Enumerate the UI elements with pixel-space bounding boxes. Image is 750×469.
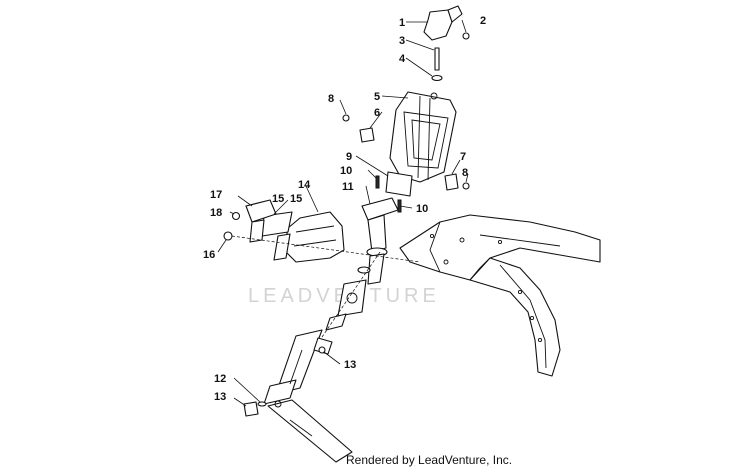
callout-10-lower: 10 <box>416 203 428 215</box>
callout-4: 4 <box>399 53 406 65</box>
callout-3: 3 <box>399 35 405 47</box>
callout-labels: 1 2 3 4 5 6 7 8 8 9 10 10 11 12 13 13 14… <box>203 15 486 403</box>
callout-2: 2 <box>480 15 486 27</box>
part-3-pin <box>434 47 440 71</box>
part-18-nut <box>231 211 241 221</box>
lower-shaft-housing <box>263 329 333 405</box>
footer-credit: Rendered by LeadVenture, Inc. <box>346 453 512 467</box>
callout-8-left: 8 <box>328 93 334 105</box>
callout-13-lower: 13 <box>214 391 226 403</box>
part-16-bolt <box>223 231 233 241</box>
part-1-lever <box>423 5 463 41</box>
callout-1: 1 <box>399 17 405 29</box>
callout-7: 7 <box>460 151 466 163</box>
part-6-clip <box>359 127 375 143</box>
callout-15-upper: 15 <box>272 193 284 205</box>
part-10-pin-upper <box>375 175 380 189</box>
callout-14: 14 <box>298 179 311 191</box>
callout-12: 12 <box>214 373 226 385</box>
part-13-nut-upper <box>318 346 326 354</box>
part-11-pivot-tube <box>361 197 399 257</box>
callout-5: 5 <box>374 91 380 103</box>
vehicle-frame <box>399 214 601 377</box>
part-4-washer <box>431 74 443 82</box>
callout-16: 16 <box>203 249 215 261</box>
callout-13-upper: 13 <box>344 359 356 371</box>
part-7-clip <box>444 173 459 191</box>
steering-shaft-upper <box>357 253 385 285</box>
callout-11: 11 <box>342 181 354 193</box>
part-8-screw-left <box>342 114 350 122</box>
part-13-bolt-lower <box>243 401 259 417</box>
assembly-line <box>231 235 421 263</box>
part-9-block <box>385 171 413 197</box>
callout-15-lower: 15 <box>290 193 302 205</box>
part-14-cover <box>283 211 345 263</box>
part-17-handle <box>245 199 277 243</box>
lower-shaft <box>267 399 353 463</box>
centerline <box>319 251 381 341</box>
part-2-screw <box>462 32 470 40</box>
part-12-washer <box>257 401 267 407</box>
callout-6: 6 <box>374 107 380 119</box>
leader-lines <box>217 19 469 407</box>
part-8-screw-right <box>462 182 470 190</box>
callout-17: 17 <box>210 189 222 201</box>
part-5-tilt-bracket <box>389 91 457 183</box>
universal-joint <box>325 279 367 331</box>
callout-8-right: 8 <box>462 167 468 179</box>
callout-18: 18 <box>210 207 222 219</box>
callout-10-upper: 10 <box>340 165 352 177</box>
callout-9: 9 <box>346 151 352 163</box>
